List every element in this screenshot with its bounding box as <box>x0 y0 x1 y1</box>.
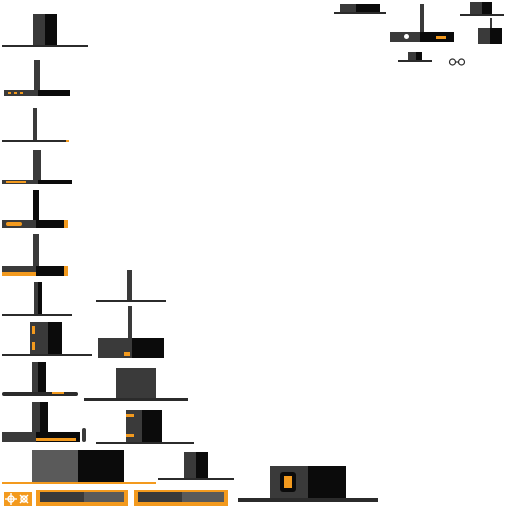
dish-base-icon <box>2 362 78 400</box>
pole-with-orange-feet-icon <box>2 190 70 230</box>
console-with-stripe-icon <box>2 402 92 444</box>
small-router-icon <box>398 52 432 64</box>
router-base-icon <box>2 60 72 98</box>
tower-icon <box>460 2 504 18</box>
monitor-pair-icon <box>2 450 156 486</box>
pole-with-feet-icon <box>2 150 72 186</box>
cabinet-with-orange-brackets-icon <box>96 410 194 444</box>
orange-shelf-icon <box>36 490 128 506</box>
gear-icon <box>2 490 34 508</box>
orange-shelf-icon <box>134 490 228 506</box>
thin-pole-icon <box>96 270 166 302</box>
goggles-icon <box>448 58 466 66</box>
speaker-screen-icon <box>478 18 504 46</box>
split-pole-icon <box>2 282 72 318</box>
pole-with-orange-base-icon <box>96 306 166 360</box>
speaker-screen-icon <box>238 466 378 504</box>
pole-with-orange-base-icon <box>2 234 70 278</box>
router-base-icon <box>390 4 454 42</box>
cabinet-with-orange-brackets-icon <box>2 320 92 358</box>
gear-icon <box>5 493 29 505</box>
console-with-stripe-icon <box>84 368 188 404</box>
thin-pole-icon <box>2 108 70 144</box>
tower-icon <box>158 452 234 480</box>
goggles-icon <box>448 58 466 66</box>
tower-with-stand-icon <box>2 14 88 48</box>
tv-screen-icon <box>334 2 386 14</box>
